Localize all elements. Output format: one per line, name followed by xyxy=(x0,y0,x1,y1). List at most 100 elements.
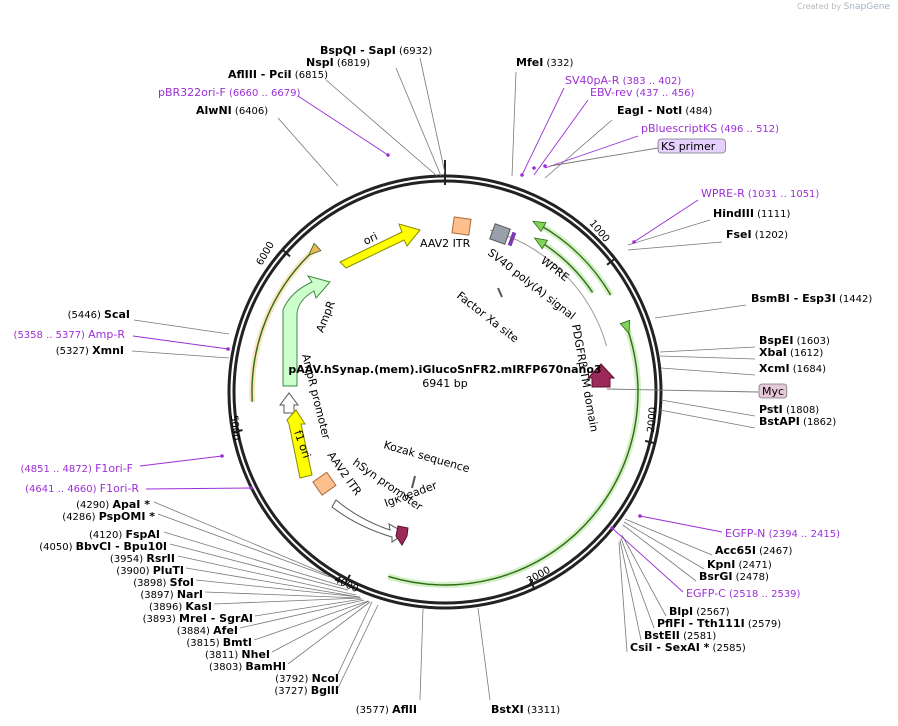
wpre-outline xyxy=(489,229,608,347)
tick-mark xyxy=(644,439,656,445)
restriction-site-label: HindIII (1111) xyxy=(713,207,790,220)
primer-label: (4851 .. 4872) F1ori-F xyxy=(20,462,133,475)
factor-xa-mark xyxy=(497,287,503,298)
tick-mark xyxy=(344,574,351,585)
primer-marker xyxy=(632,240,636,244)
primer-marker xyxy=(220,454,224,458)
restriction-site-label: BstXI (3311) xyxy=(491,703,560,716)
feature-arcs xyxy=(249,220,641,588)
restriction-site-label: (3954) RsrII xyxy=(110,552,175,565)
feature-label: ori xyxy=(361,230,379,248)
kozak-mark xyxy=(411,475,416,489)
restriction-site-label: (3815) BmtI xyxy=(186,636,252,649)
restriction-site-label: BspEI (1603) xyxy=(759,334,830,347)
restriction-site-label: PflFI - Tth111I (2579) xyxy=(657,617,781,630)
site-labels: BspQI - SapI (6932)NspI (6819)AflIII - P… xyxy=(14,44,873,716)
leader-lines xyxy=(131,57,759,701)
ampr-arrow xyxy=(282,275,331,387)
restriction-site-label: CsiI - SexAI * (2585) xyxy=(630,641,746,654)
restriction-site-label: (5327) XmnI xyxy=(56,344,124,357)
ori-arrow xyxy=(339,223,421,269)
restriction-site-label: (4050) BbvCI - Bpu10I xyxy=(39,540,167,553)
primer-label: WPRE-R (1031 .. 1051) xyxy=(701,187,819,200)
restriction-site-label: EagI - NotI (484) xyxy=(617,104,712,117)
restriction-site-label: FseI (1202) xyxy=(726,228,788,241)
f1-orange-arc-core xyxy=(251,250,314,402)
restriction-site-label: (3898) SfoI xyxy=(133,576,194,589)
pdgfr-arrow xyxy=(586,363,616,388)
primer-marker xyxy=(520,173,524,177)
sv40-polya-box xyxy=(489,223,511,245)
primer-marker xyxy=(543,164,547,168)
restriction-site-label: BsmBI - Esp3I (1442) xyxy=(751,292,872,305)
restriction-site-label: XbaI (1612) xyxy=(759,346,823,359)
restriction-site-label: (3893) MreI - SgrAI xyxy=(143,612,253,625)
primer-label: Myc xyxy=(762,385,784,398)
restriction-site-label: (3896) KasI xyxy=(149,600,212,613)
primer-marker xyxy=(226,347,230,351)
restriction-site-label: (3897) NarI xyxy=(140,588,203,601)
arc-arrowhead xyxy=(307,242,322,256)
restriction-site-label: (4120) FspAI xyxy=(89,528,160,541)
restriction-site-label: XcmI (1684) xyxy=(759,362,826,375)
primer-label: EBV-rev (437 .. 456) xyxy=(590,86,695,99)
restriction-site-label: PstI (1808) xyxy=(759,403,819,416)
aav2-itr-box-bottom xyxy=(312,471,337,496)
feature-label: Kozak sequence xyxy=(382,438,471,475)
ampr-promoter-arrow xyxy=(279,392,299,414)
tick-mark xyxy=(232,429,243,433)
primer-label: EGFP-N (2394 .. 2415) xyxy=(725,527,840,540)
aav2-itr-box-top xyxy=(451,216,472,236)
feature-label: Factor Xa site xyxy=(454,289,521,345)
snapgene-logo-text: SnapGene xyxy=(843,2,890,12)
tick-label: 5000 xyxy=(228,415,241,441)
restriction-site-label: AlwNI (6406) xyxy=(196,104,268,117)
primer-label: EGFP-C (2518 .. 2539) xyxy=(686,587,801,600)
primer-marker xyxy=(638,514,642,518)
polya-marker xyxy=(507,231,517,247)
primer-label: (4641 .. 4660) F1ori-R xyxy=(25,482,139,495)
tick-label: 6000 xyxy=(255,240,277,268)
primer-label: pBR322ori-F (6660 .. 6679) xyxy=(158,86,300,99)
feature-label: AAV2 ITR xyxy=(420,237,471,250)
tick-label: 2000 xyxy=(646,407,659,433)
restriction-site-label: (3811) NheI xyxy=(205,648,270,661)
restriction-site-label: NspI (6819) xyxy=(306,56,370,69)
primer-label: SV40pA-R (383 .. 402) xyxy=(565,74,681,87)
restriction-site-label: (5446) ScaI xyxy=(68,308,130,321)
restriction-site-label: (3803) BamHI xyxy=(209,660,286,673)
restriction-site-label: BlpI (2567) xyxy=(669,605,730,618)
feature-label: AmpR xyxy=(314,299,338,335)
restriction-site-label: Acc65I (2467) xyxy=(715,544,792,557)
restriction-site-label: MfeI (332) xyxy=(516,56,573,69)
restriction-site-label: AflIII - PciI (6815) xyxy=(228,68,328,81)
tick-mark xyxy=(281,248,291,258)
wpre-arc-core xyxy=(537,223,612,296)
restriction-site-label: BspQI - SapI (6932) xyxy=(320,44,432,57)
restriction-site-label: (3727) BglII xyxy=(274,684,339,697)
restriction-site-label: BsrGI (2478) xyxy=(699,570,769,583)
arc-arrowhead xyxy=(533,237,549,250)
primer-marker xyxy=(249,486,253,490)
tick-mark xyxy=(606,257,616,266)
restriction-site-label: (3884) AfeI xyxy=(177,624,238,637)
restriction-site-label: KpnI (2471) xyxy=(707,558,772,571)
igluco-arc-core xyxy=(388,327,639,586)
plasmid-length: 6941 bp xyxy=(422,377,467,390)
restriction-site-label: BstEII (2581) xyxy=(644,629,716,642)
primer-label: pBluescriptKS (496 .. 512) xyxy=(641,122,779,135)
restriction-site-label: (3900) PluTI xyxy=(116,564,184,577)
arc-arrowhead xyxy=(619,319,631,335)
primer-label: KS primer xyxy=(661,140,716,153)
tick-mark xyxy=(529,579,536,590)
f1-ori-arrow xyxy=(286,409,313,479)
restriction-site-label: (4290) ApaI * xyxy=(76,498,150,511)
primer-marker xyxy=(610,526,614,530)
igk-leader-arrow xyxy=(395,525,409,546)
primer-marker xyxy=(532,166,536,170)
restriction-site-label: (3577) AflII xyxy=(356,703,417,716)
restriction-site-label: BstAPI (1862) xyxy=(759,415,836,428)
arc-arrowhead xyxy=(532,220,547,233)
credit-prefix: Created by xyxy=(797,2,842,11)
